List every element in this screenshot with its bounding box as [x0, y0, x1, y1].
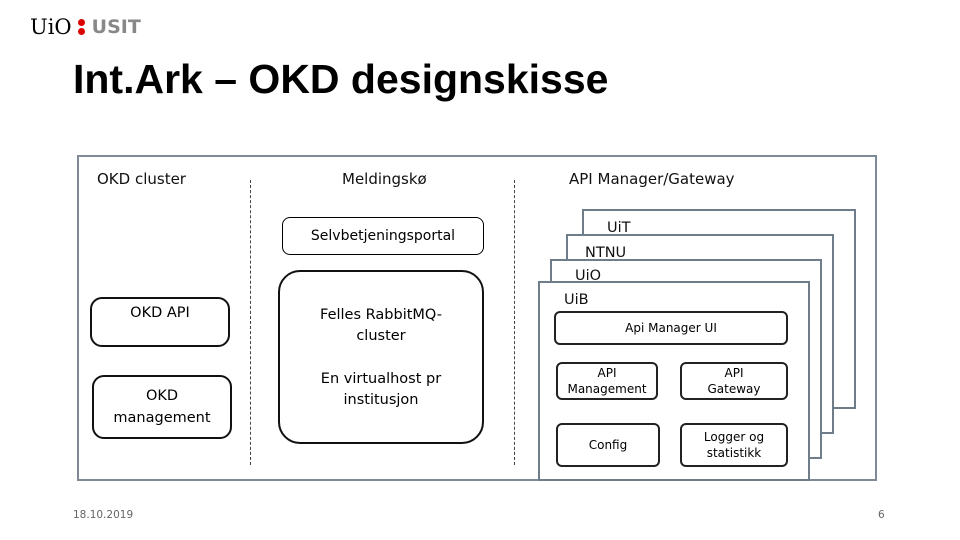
selvbetjeningsportal-box: Selvbetjeningsportal [282, 217, 484, 255]
api-gateway-label-line1: API [724, 366, 744, 380]
meldingsko-header: Meldingskø [342, 170, 427, 188]
slide-title: Int.Ark – OKD designskisse [73, 56, 609, 102]
virtualhost-label-line1: En virtualhost pr [320, 371, 442, 387]
logo-uio-text: UiO [30, 15, 72, 39]
selvbetjeningsportal-label: Selvbetjeningsportal [310, 228, 456, 244]
api-manager-ui-label: Api Manager UI [625, 321, 717, 335]
institution-label-uit: UiT [607, 220, 631, 236]
okd-api-box: OKD API [90, 297, 230, 347]
okd-management-label-line2: management [113, 410, 211, 426]
config-label: Config [588, 438, 628, 452]
api-manager-ui-box: Api Manager UI [554, 311, 788, 345]
footer-page-number: 6 [878, 509, 885, 521]
api-gateway-label-line2: Gateway [707, 382, 761, 396]
institution-label-uib: UiB [564, 292, 589, 308]
okd-management-label-line1: OKD [145, 388, 179, 404]
api-management-box: API Management [556, 362, 658, 400]
footer-date: 18.10.2019 [73, 509, 134, 521]
api-management-label-line1: API [597, 366, 617, 380]
okd-cluster-header: OKD cluster [97, 170, 186, 188]
okd-api-label: OKD API [130, 305, 190, 321]
uio-usit-logo: UiO USIT [30, 12, 141, 42]
api-manager-header: API Manager/Gateway [569, 170, 735, 188]
column-separator-left [250, 180, 251, 465]
logo-dots-icon [77, 17, 86, 37]
logger-label-line1: Logger og [703, 430, 765, 444]
virtualhost-label-line2: institusjon [343, 392, 419, 408]
logger-statistikk-box: Logger og statistikk [680, 423, 788, 467]
api-management-label-line2: Management [567, 382, 647, 396]
api-gateway-box: API Gateway [680, 362, 788, 400]
config-box: Config [556, 423, 660, 467]
column-separator-right [514, 180, 515, 465]
okd-management-box: OKD management [92, 375, 232, 439]
rabbitmq-text: Felles RabbitMQ- cluster [280, 305, 482, 347]
logger-label-line2: statistikk [706, 446, 762, 460]
virtualhost-text: En virtualhost pr institusjon [280, 369, 482, 411]
rabbitmq-cluster-box: Felles RabbitMQ- cluster En virtualhost … [278, 270, 484, 444]
rabbitmq-label-line1: Felles RabbitMQ- [320, 307, 442, 323]
institution-label-ntnu: NTNU [585, 245, 627, 261]
institution-label-uio: UiO [575, 268, 602, 283]
rabbitmq-label-line2: cluster [356, 328, 406, 344]
logo-usit-text: USIT [91, 16, 141, 38]
